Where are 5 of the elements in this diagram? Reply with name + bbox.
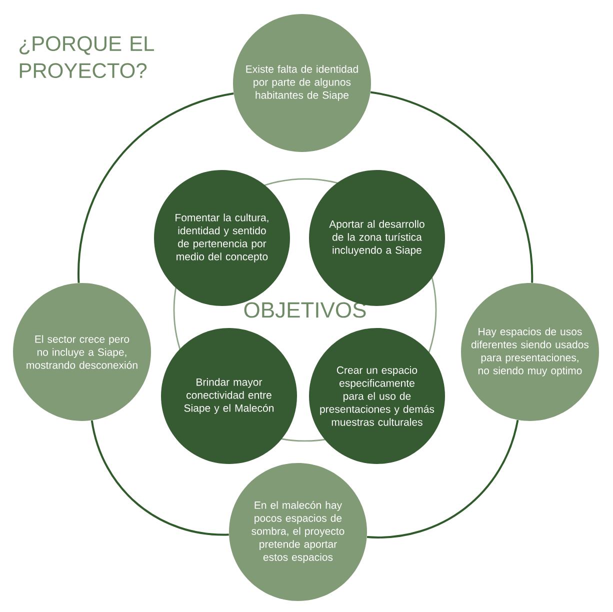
connector-arc	[78, 92, 234, 283]
connector-arc	[90, 420, 229, 536]
connector-arc	[367, 420, 519, 538]
title: ¿PORQUE EL PROYECTO?	[20, 36, 154, 78]
connector-arc	[370, 91, 534, 283]
